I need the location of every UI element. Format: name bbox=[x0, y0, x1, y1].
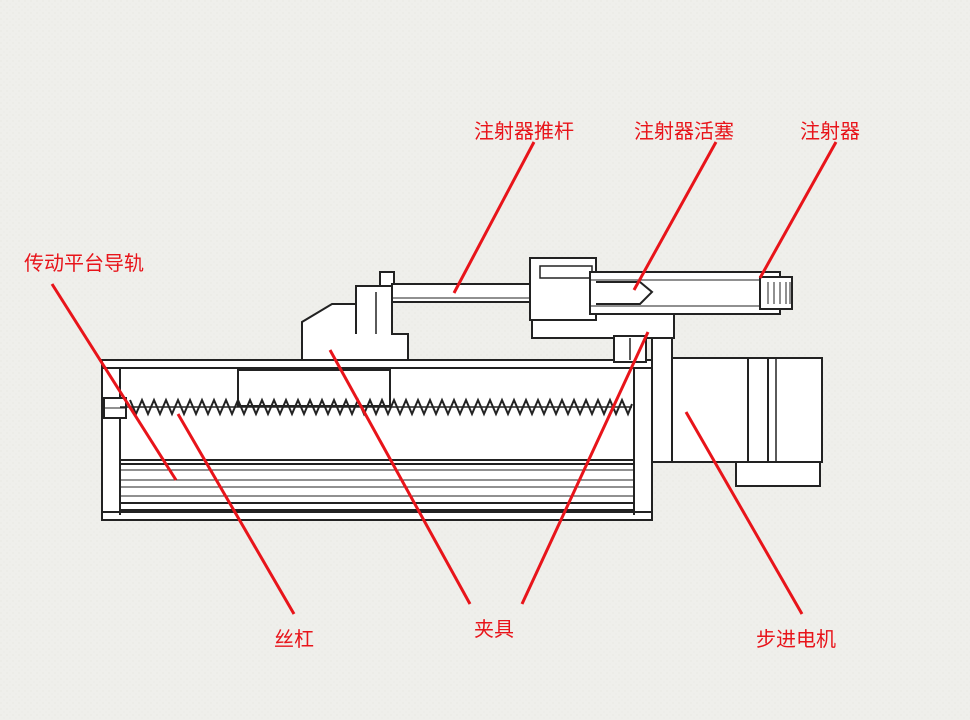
callout-line-clamp-left bbox=[328, 349, 472, 605]
label-stepper-motor: 步进电机 bbox=[756, 627, 836, 651]
label-syringe-pusher: 注射器推杆 bbox=[474, 119, 574, 143]
label-clamp: 夹具 bbox=[474, 617, 514, 641]
stepper-motor bbox=[651, 337, 823, 487]
syringe-barrel bbox=[529, 257, 793, 321]
callout-line-syringe-plunger bbox=[632, 141, 718, 291]
labels: 注射器推杆 注射器活塞 注射器 传动平台导轨 丝杠 夹具 步进电机 bbox=[24, 119, 860, 651]
machine-drawing bbox=[101, 257, 823, 521]
pusher-cap bbox=[379, 271, 395, 287]
carriage-block bbox=[237, 369, 391, 407]
lead-screw-thread bbox=[129, 397, 633, 417]
label-guide-rail: 传动平台导轨 bbox=[24, 251, 144, 275]
callout-line-stepper-motor bbox=[684, 411, 804, 615]
pusher-rod bbox=[391, 283, 533, 303]
label-lead-screw: 丝杠 bbox=[274, 627, 314, 651]
label-syringe: 注射器 bbox=[800, 119, 860, 143]
callout-line-clamp-right bbox=[520, 331, 650, 605]
guide-rail bbox=[119, 459, 635, 511]
callout-line-lead-screw bbox=[176, 413, 296, 615]
callout-line-syringe bbox=[758, 141, 838, 279]
label-syringe-plunger: 注射器活塞 bbox=[634, 119, 734, 143]
syringe-plunger bbox=[596, 281, 654, 305]
callout-line-guide-rail bbox=[50, 283, 178, 481]
callout-lines bbox=[50, 141, 838, 615]
callout-line-syringe-pusher bbox=[452, 141, 536, 294]
